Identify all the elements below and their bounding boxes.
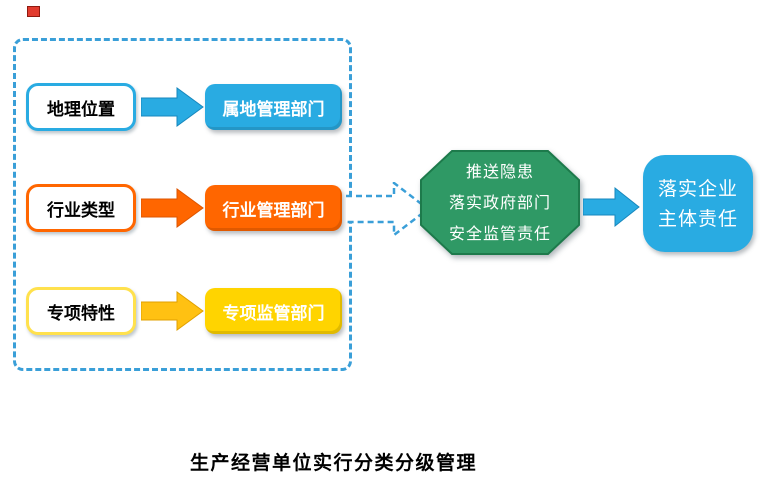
- criterion-box-geography: 地理位置: [26, 83, 136, 131]
- red-marker-icon: [27, 6, 40, 17]
- arrow-right-icon: [141, 188, 204, 228]
- department-box-special: 专项监管部门: [205, 288, 342, 334]
- criterion-box-special: 专项特性: [26, 287, 136, 335]
- enterprise-node: 落实企业 主体责任: [643, 155, 753, 252]
- criterion-label: 专项特性: [47, 303, 115, 324]
- government-node-line: 安全监管责任: [448, 224, 551, 243]
- arrow-right-icon: [141, 291, 204, 331]
- government-node-line: 推送隐患: [465, 162, 534, 181]
- dashed-arrow-right-icon: [346, 182, 430, 236]
- criterion-label: 行业类型: [47, 200, 115, 221]
- department-label: 专项监管部门: [222, 303, 325, 324]
- enterprise-node-line: 落实企业: [657, 177, 738, 200]
- department-box-industry: 行业管理部门: [205, 185, 342, 231]
- government-node-text: 推送隐患 落实政府部门 安全监管责任: [420, 150, 580, 255]
- arrow-right-icon: [141, 87, 204, 127]
- department-box-territorial: 属地管理部门: [205, 84, 342, 130]
- arrow-right-icon: [583, 186, 640, 228]
- government-node: 推送隐患 落实政府部门 安全监管责任: [420, 150, 580, 255]
- criterion-label: 地理位置: [47, 99, 115, 120]
- enterprise-node-line: 主体责任: [657, 207, 738, 230]
- government-node-line: 落实政府部门: [448, 193, 551, 212]
- octagon-shape: [420, 150, 580, 255]
- diagram-caption: 生产经营单位实行分类分级管理: [190, 452, 478, 474]
- department-label: 行业管理部门: [222, 200, 325, 221]
- department-label: 属地管理部门: [222, 99, 325, 120]
- criterion-box-industry: 行业类型: [26, 184, 136, 232]
